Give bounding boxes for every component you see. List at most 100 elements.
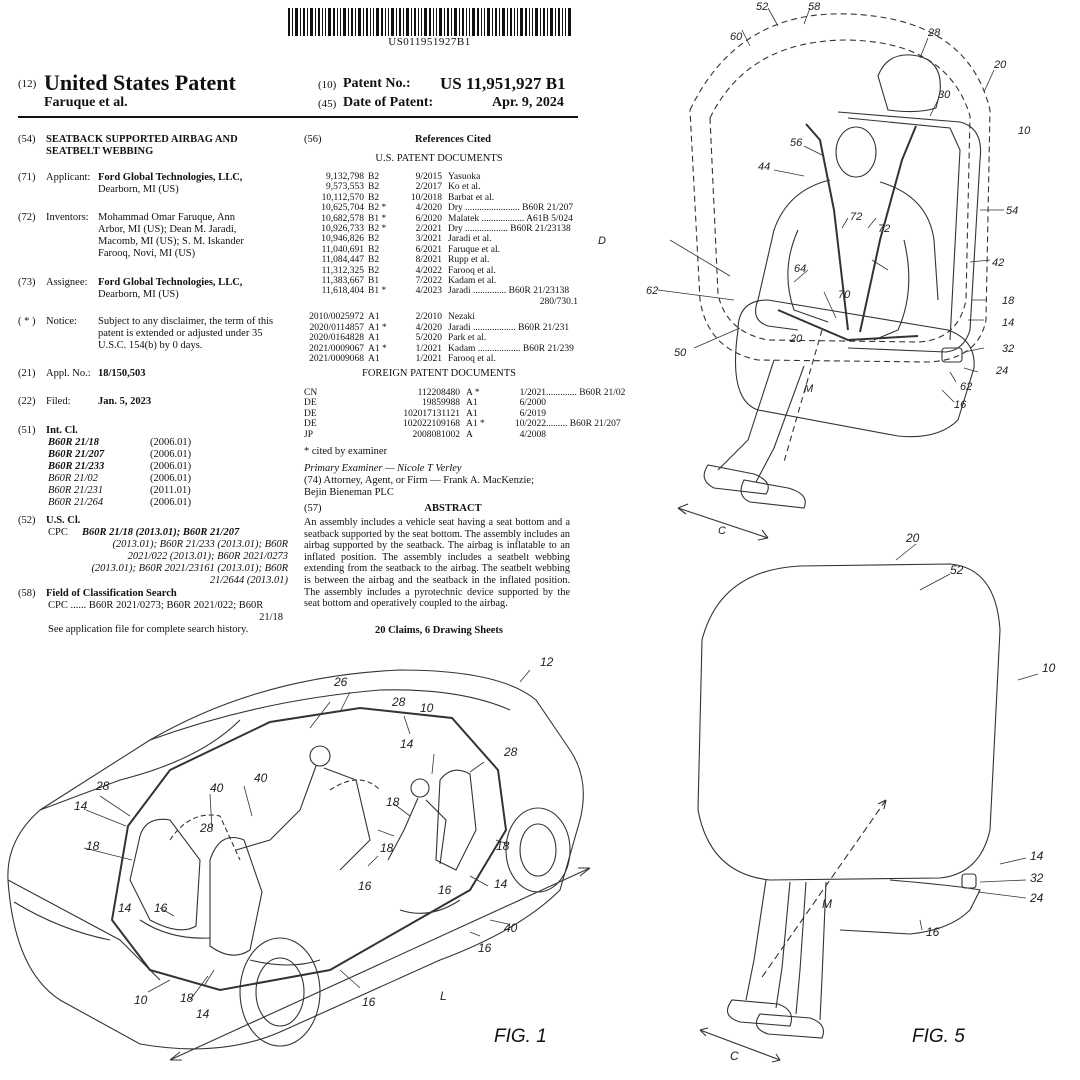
ref-28d: 28 <box>199 821 214 835</box>
roof-line <box>149 689 511 741</box>
ref-44: 44 <box>758 161 770 173</box>
notice: ( * )Notice: Subject to any disclaimer, … <box>18 316 274 351</box>
foreign-documents-heading: FOREIGN PATENT DOCUMENTS <box>361 368 517 379</box>
occupant-torso-left <box>755 179 831 331</box>
rear-wheel <box>505 807 571 893</box>
fig5-caption: FIG. 5 <box>912 1026 965 1047</box>
seatbelt-webbing-right <box>859 125 917 333</box>
ref-16: 16 <box>926 925 940 939</box>
ref-m: M <box>804 383 814 395</box>
assignee-name: Ford Global Technologies, LLC, <box>98 277 243 288</box>
seatbelt-webbing-left <box>805 123 849 331</box>
ref-18c: 18 <box>496 839 510 853</box>
section-73: (73)Assignee:Ford Global Technologies, L… <box>18 277 243 300</box>
occupant-leg-right <box>795 881 827 1021</box>
ref-62b: 62 <box>960 381 972 393</box>
front-seat-right <box>209 836 263 956</box>
invention-title: SEATBACK SUPPORTED AIRBAG AND SEATBELT W… <box>46 134 238 157</box>
patent-heading: United States Patent <box>44 70 236 95</box>
ref-28a: 28 <box>391 695 406 709</box>
ref-72a: 72 <box>850 211 862 223</box>
ref-20b: 20 <box>789 333 803 345</box>
occupant-shoe-right <box>755 1013 825 1039</box>
ref-10: 10 <box>1042 661 1056 675</box>
occupant-shoe-left <box>703 464 769 495</box>
ref-10a: 10 <box>420 701 434 715</box>
ref-54: 54 <box>1006 205 1018 217</box>
ref-12: 12 <box>540 655 554 669</box>
inventors-short: Faruque et al. <box>44 95 128 110</box>
occupant-leg-left <box>745 879 791 1009</box>
ref-30: 30 <box>938 89 951 101</box>
ref-18b: 18 <box>86 839 100 853</box>
barcode-number: US011951927B1 <box>388 36 471 48</box>
ref-52: 52 <box>756 1 768 13</box>
vehicle-figure: 12 26 28 10 14 40 28 28 40 14 18 28 18 1… <box>7 655 591 1061</box>
occupant-torso-right <box>879 181 939 301</box>
ref-16c: 16 <box>438 883 452 897</box>
occupant-arm-right <box>873 239 910 341</box>
cabin-outline <box>110 706 508 992</box>
ref-28: 28 <box>927 27 941 39</box>
application-number: 18/150,503 <box>98 368 146 379</box>
filed-date: Jan. 5, 2023 <box>98 396 152 407</box>
ref-16a: 16 <box>154 901 168 915</box>
cited-by-examiner: * cited by examiner <box>304 446 388 457</box>
ref-20: 20 <box>993 59 1007 71</box>
ref-18: 18 <box>1002 295 1015 307</box>
ref-72b: 72 <box>878 223 890 235</box>
header-rule <box>18 116 578 118</box>
section-71: (71)Applicant:Ford Global Technologies, … <box>18 172 243 195</box>
front-grille <box>13 901 111 941</box>
airbag-figure: 20 52 10 14 32 24 16 M C <box>697 531 1056 1063</box>
ref-28c: 28 <box>95 779 110 793</box>
length-arrow <box>169 867 591 1061</box>
section-72: (72)Inventors: Mohammad Omar Faruque, An… <box>18 212 244 259</box>
ref-14b: 14 <box>74 799 88 813</box>
ref-40a: 40 <box>254 771 268 785</box>
ref-10b: 10 <box>134 993 148 1007</box>
ref-14: 14 <box>1030 849 1044 863</box>
ref-14a: 14 <box>400 737 414 751</box>
ref-14e: 14 <box>196 1007 210 1021</box>
ref-c: C <box>718 525 726 537</box>
barcode <box>288 8 571 36</box>
airbag-outline-dashed <box>689 13 991 363</box>
section-54: (54)SEATBACK SUPPORTED AIRBAG AND SEATBE… <box>18 134 288 158</box>
ref-52: 52 <box>950 563 964 577</box>
ref-50: 50 <box>674 347 687 359</box>
us-patent-documents-heading: U.S. PATENT DOCUMENTS <box>375 153 503 164</box>
occupant-leg-right <box>755 365 805 483</box>
ref-56: 56 <box>790 137 803 149</box>
dimension-arrow-c <box>677 507 769 539</box>
front-wheel <box>239 937 321 1047</box>
airbag-dashed <box>169 814 241 861</box>
us-reference-tail: 280/730.1 <box>539 296 578 307</box>
code-45: (45) <box>318 98 337 110</box>
ref-40b: 40 <box>210 781 224 795</box>
ref-14d: 14 <box>494 877 508 891</box>
ref-m: M <box>822 897 832 911</box>
code-10: (10) <box>318 79 337 91</box>
section-21: (21)Appl. No.:18/150,503 <box>18 368 146 379</box>
code-12: (12) <box>18 78 37 90</box>
pyrotechnic-device <box>941 347 963 363</box>
occupant-head <box>309 745 331 767</box>
direction-line-m <box>759 799 887 981</box>
ref-14c: 14 <box>118 901 132 915</box>
